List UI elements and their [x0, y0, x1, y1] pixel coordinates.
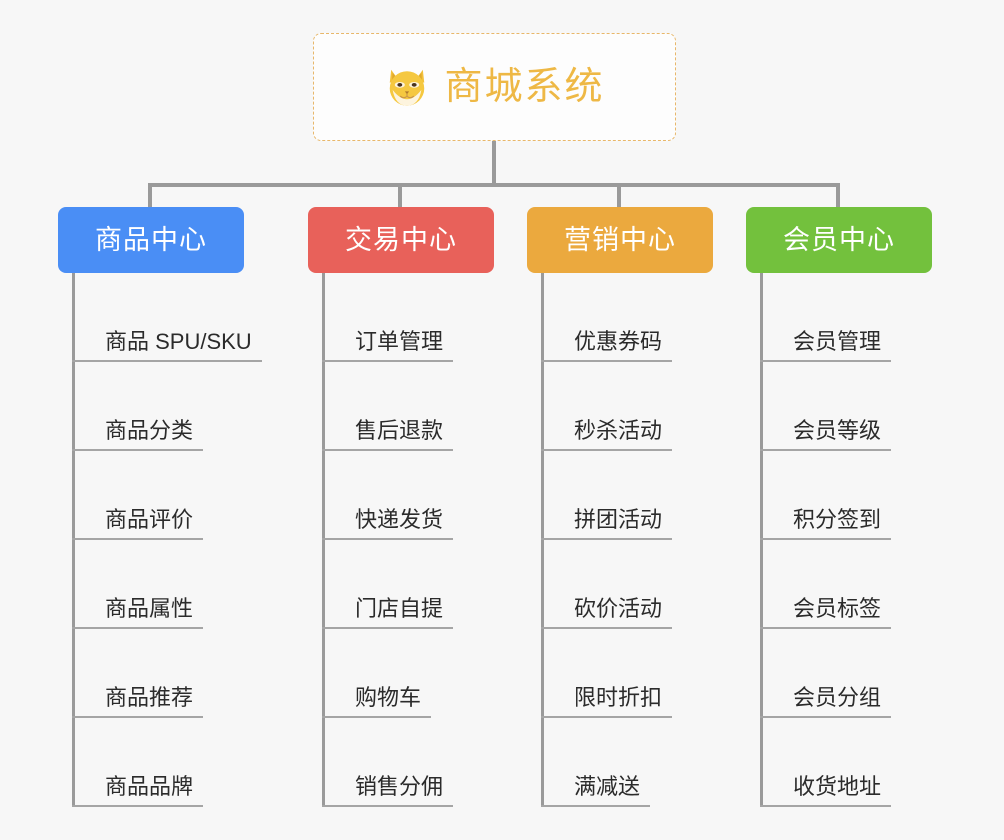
- sub-item-product-1[interactable]: 商品 SPU/SKU: [72, 273, 262, 362]
- sub-item-label: 秒杀活动: [541, 418, 673, 451]
- sub-item-member-2[interactable]: 会员等级: [760, 362, 892, 451]
- category-box-marketing[interactable]: 营销中心: [527, 207, 713, 273]
- sub-item-trade-4[interactable]: 门店自提: [322, 540, 454, 629]
- column-stem: [72, 273, 75, 807]
- sub-item-product-3[interactable]: 商品评价: [72, 451, 204, 540]
- connector-drop-2: [398, 183, 402, 209]
- root-node[interactable]: 商城系统: [313, 33, 676, 141]
- category-label: 营销中心: [564, 224, 676, 255]
- sub-item-label: 砍价活动: [541, 596, 673, 629]
- sub-item-label: 会员分组: [760, 685, 892, 718]
- category-label: 交易中心: [345, 224, 457, 255]
- column-stem: [760, 273, 763, 807]
- sub-item-label: 商品评价: [72, 507, 204, 540]
- category-label: 会员中心: [783, 224, 895, 255]
- sub-item-member-5[interactable]: 会员分组: [760, 629, 892, 718]
- sub-item-trade-3[interactable]: 快递发货: [322, 451, 454, 540]
- sub-item-member-4[interactable]: 会员标签: [760, 540, 892, 629]
- connector-horizontal-bus: [148, 183, 840, 187]
- sub-item-marketing-4[interactable]: 砍价活动: [541, 540, 673, 629]
- sub-item-label: 商品品牌: [72, 774, 204, 807]
- connector-drop-3: [617, 183, 621, 209]
- sub-item-trade-6[interactable]: 销售分佣: [322, 718, 454, 807]
- category-box-trade[interactable]: 交易中心: [308, 207, 494, 273]
- sub-item-product-4[interactable]: 商品属性: [72, 540, 204, 629]
- sub-item-label: 满减送: [541, 774, 651, 807]
- sub-item-label: 积分签到: [760, 507, 892, 540]
- sub-item-marketing-1[interactable]: 优惠券码: [541, 273, 673, 362]
- sub-item-label: 商品 SPU/SKU: [72, 329, 262, 362]
- connector-root-trunk: [492, 141, 496, 185]
- sub-item-label: 商品属性: [72, 596, 204, 629]
- sub-item-marketing-2[interactable]: 秒杀活动: [541, 362, 673, 451]
- sub-item-trade-5[interactable]: 购物车: [322, 629, 432, 718]
- sub-item-label: 商品分类: [72, 418, 204, 451]
- sub-item-product-2[interactable]: 商品分类: [72, 362, 204, 451]
- sub-item-marketing-6[interactable]: 满减送: [541, 718, 651, 807]
- sub-item-label: 会员等级: [760, 418, 892, 451]
- sub-item-label: 订单管理: [322, 329, 454, 362]
- sub-item-trade-2[interactable]: 售后退款: [322, 362, 454, 451]
- sub-item-member-6[interactable]: 收货地址: [760, 718, 892, 807]
- sub-item-label: 会员标签: [760, 596, 892, 629]
- sub-item-label: 限时折扣: [541, 685, 673, 718]
- sub-item-marketing-3[interactable]: 拼团活动: [541, 451, 673, 540]
- connector-drop-1: [148, 183, 152, 209]
- sub-item-label: 门店自提: [322, 596, 454, 629]
- sub-item-label: 收货地址: [760, 774, 892, 807]
- category-box-product[interactable]: 商品中心: [58, 207, 244, 273]
- sub-item-product-6[interactable]: 商品品牌: [72, 718, 204, 807]
- shiba-dog-face-icon: [390, 69, 425, 108]
- column-stem: [541, 273, 544, 807]
- connector-drop-4: [836, 183, 840, 209]
- column-stem: [322, 273, 325, 807]
- sub-item-label: 售后退款: [322, 418, 454, 451]
- sub-item-label: 快递发货: [322, 507, 454, 540]
- sub-item-label: 拼团活动: [541, 507, 673, 540]
- sub-item-marketing-5[interactable]: 限时折扣: [541, 629, 673, 718]
- root-title: 商城系统: [444, 66, 605, 108]
- sub-item-label: 优惠券码: [541, 329, 673, 362]
- sub-item-member-1[interactable]: 会员管理: [760, 273, 892, 362]
- category-box-member[interactable]: 会员中心: [746, 207, 932, 273]
- sub-item-label: 销售分佣: [322, 774, 454, 807]
- sub-item-member-3[interactable]: 积分签到: [760, 451, 892, 540]
- sub-item-label: 商品推荐: [72, 685, 204, 718]
- sub-item-product-5[interactable]: 商品推荐: [72, 629, 204, 718]
- category-label: 商品中心: [95, 224, 207, 255]
- sub-item-trade-1[interactable]: 订单管理: [322, 273, 454, 362]
- sub-item-label: 购物车: [322, 685, 432, 718]
- sub-item-label: 会员管理: [760, 329, 892, 362]
